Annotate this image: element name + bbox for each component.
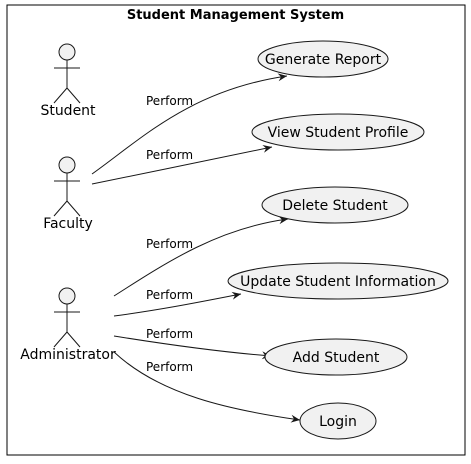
relation-faculty-to-view_student_profile <box>91 144 273 185</box>
actor-head-icon <box>58 43 76 61</box>
actor-label: Faculty <box>43 216 93 232</box>
use-case-label: Generate Report <box>265 52 382 68</box>
use-case-label: Add Student <box>293 350 380 366</box>
relation-label: Perform <box>146 360 193 374</box>
relation-label: Perform <box>146 94 193 108</box>
actor-head-icon <box>58 287 76 305</box>
use-case-ellipse <box>261 186 409 224</box>
system-title: Student Management System <box>126 8 345 23</box>
system-boundary <box>6 4 466 456</box>
use-case-generate_report: Generate Report <box>257 40 389 78</box>
actor-figure-icon <box>53 304 81 348</box>
relation-label: Perform <box>146 148 193 162</box>
actor-figure-icon <box>53 173 81 217</box>
relation-administrator-to-delete_student <box>113 216 289 297</box>
use-case-label: View Student Profile <box>268 125 409 141</box>
use-case-ellipse <box>299 402 377 440</box>
actor-administrator: Administrator <box>20 287 116 363</box>
relation-label: Perform <box>146 327 193 341</box>
actor-head-icon <box>58 156 76 174</box>
use-case-label: Login <box>319 414 357 430</box>
use-case-ellipse <box>257 40 389 78</box>
relation-administrator-to-update_student_information <box>113 291 242 317</box>
use-case-ellipse <box>264 338 408 376</box>
use-case-login: Login <box>299 402 377 440</box>
use-case-ellipse <box>227 262 449 300</box>
use-case-ellipse <box>251 113 425 151</box>
relation-administrator-to-login <box>113 351 301 423</box>
relation-label: Perform <box>146 237 193 251</box>
relation-administrator-to-add_student <box>113 335 272 360</box>
actor-student: Student <box>40 43 96 119</box>
relations-layer: PerformPerformPerformPerformPerformPerfo… <box>91 73 301 423</box>
actor-label: Student <box>40 103 96 119</box>
use-case-label: Update Student Information <box>240 274 436 290</box>
use-case-view_student_profile: View Student Profile <box>251 113 425 151</box>
use-case-label: Delete Student <box>282 198 388 214</box>
actor-faculty: Faculty <box>43 156 93 232</box>
use-case-add_student: Add Student <box>264 338 408 376</box>
actor-figure-icon <box>53 60 81 104</box>
use-case-delete_student: Delete Student <box>261 186 409 224</box>
relation-label: Perform <box>146 288 193 302</box>
relation-faculty-to-generate_report <box>91 73 288 175</box>
use-case-update_student_information: Update Student Information <box>227 262 449 300</box>
actor-label: Administrator <box>20 347 116 363</box>
